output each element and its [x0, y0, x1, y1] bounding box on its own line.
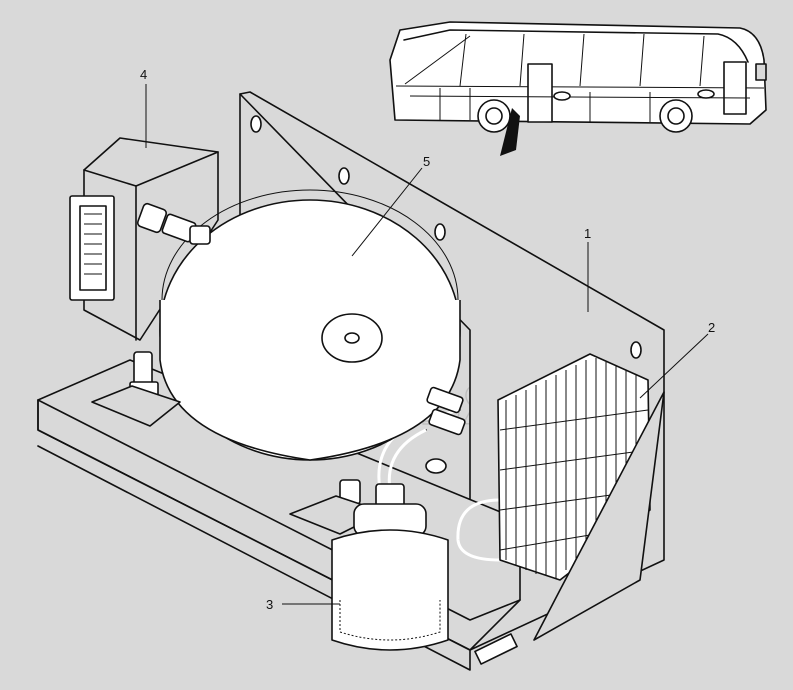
electrical-box: [69, 137, 219, 341]
refrigerant-tubing: [377, 408, 501, 562]
receiver-drier: [331, 483, 449, 651]
pipe-fittings: [426, 386, 466, 436]
mounting-bolts: [91, 351, 385, 535]
compressor: [136, 189, 466, 474]
condenser-grille: [497, 353, 665, 641]
callout-label-4: 4: [140, 67, 147, 82]
bus-locator-illustration: [389, 21, 767, 133]
location-arrow-icon: [500, 108, 520, 156]
callout-label-3: 3: [266, 597, 273, 612]
callout-label-2: 2: [708, 320, 715, 335]
callout-label-1: 1: [584, 226, 591, 241]
service-valve: [136, 202, 211, 245]
callout-label-5: 5: [423, 154, 430, 169]
callouts: 4 5 1 2 3: [140, 67, 715, 612]
